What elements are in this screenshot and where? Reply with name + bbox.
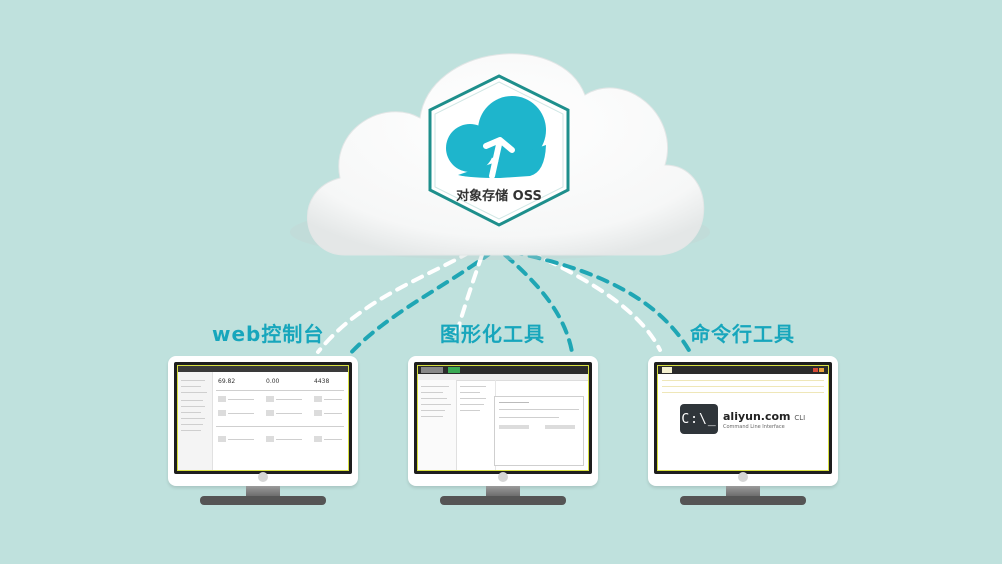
monitor-screen: 69.82 0.00 4438 (174, 362, 352, 474)
monitor-base (680, 496, 806, 505)
gui-toolbar (418, 374, 588, 381)
cli-brand-name: aliyun.com (723, 410, 791, 423)
monitor-power-dot (498, 472, 508, 482)
stat-requests: 4438 (314, 378, 330, 385)
connector-cli-accent (510, 250, 692, 354)
terminal-logo-icon: C:\_ (680, 404, 718, 434)
cli-tool-monitor: C:\_ aliyun.com CLI Command Line Interfa… (648, 356, 838, 508)
connector-gui-accent (503, 253, 574, 354)
gui-tool-screen (417, 365, 589, 471)
connector-web-accent (346, 250, 494, 358)
monitor-power-dot (738, 472, 748, 482)
cli-brand: aliyun.com CLI (723, 410, 805, 423)
cloud: 对象存储 OSS (290, 53, 710, 260)
gui-bucket-list (418, 380, 457, 470)
gui-topbar (418, 366, 588, 374)
monitor-screen (414, 362, 592, 474)
cli-brand-suffix: CLI (794, 414, 806, 422)
gui-tool-label: 图形化工具 (440, 322, 545, 346)
cli-subtitle: Command Line Interface (723, 424, 785, 430)
monitor-frame: 69.82 0.00 4438 (168, 356, 358, 486)
cli-tool-label: 命令行工具 (690, 322, 795, 346)
monitor-screen: C:\_ aliyun.com CLI Command Line Interfa… (654, 362, 832, 474)
gui-logo (421, 367, 443, 373)
gui-dialog (494, 396, 584, 466)
monitor-base (440, 496, 566, 505)
monitor-frame (408, 356, 598, 486)
monitor-power-dot (258, 472, 268, 482)
stat-storage: 69.82 (218, 378, 236, 385)
console-sidebar (178, 372, 213, 470)
cli-tool-screen: C:\_ aliyun.com CLI Command Line Interfa… (657, 365, 829, 471)
connector-web-light (316, 250, 472, 354)
gui-tag (448, 367, 460, 373)
web-console-monitor: 69.82 0.00 4438 (168, 356, 358, 508)
console-topbar (178, 366, 348, 372)
monitor-neck (246, 486, 280, 496)
stat-traffic: 0.00 (266, 378, 280, 385)
oss-label: 对象存储 OSS (456, 188, 542, 204)
cli-window-icon (662, 367, 672, 373)
oss-badge: 对象存储 OSS (428, 74, 570, 227)
close-icon (813, 368, 818, 372)
cli-titlebar (658, 366, 828, 374)
gui-file-list (457, 380, 496, 470)
monitor-neck (486, 486, 520, 496)
web-console-label: web控制台 (212, 322, 325, 346)
connector-gui-light (453, 253, 484, 342)
monitor-frame: C:\_ aliyun.com CLI Command Line Interfa… (648, 356, 838, 486)
web-console-screen: 69.82 0.00 4438 (177, 365, 349, 471)
monitor-base (200, 496, 326, 505)
connectors (316, 250, 692, 358)
gui-tool-monitor (408, 356, 598, 508)
cloud-upload-icon (446, 96, 546, 179)
monitor-neck (726, 486, 760, 496)
minimize-icon (819, 368, 824, 372)
